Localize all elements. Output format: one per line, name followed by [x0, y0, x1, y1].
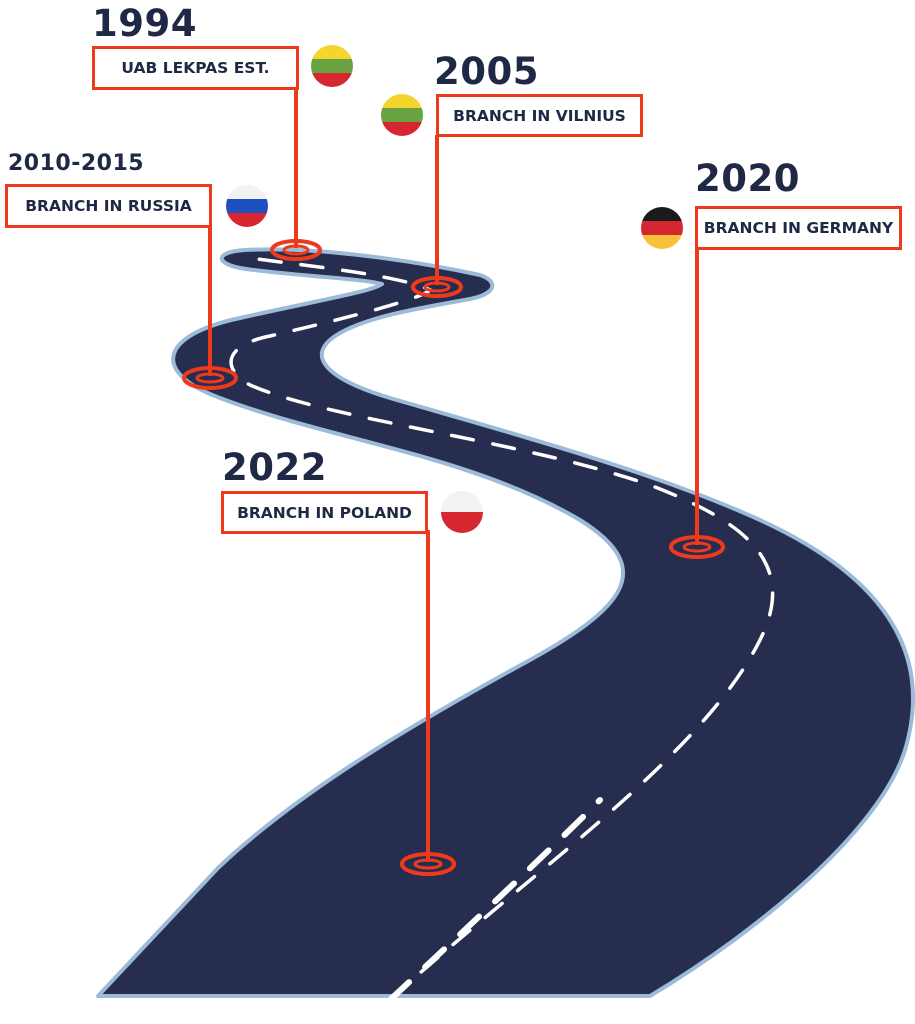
label-box-2022: BRANCH IN POLAND [221, 491, 428, 534]
lithuania-flag-icon [311, 45, 353, 87]
road-surface [96, 247, 915, 998]
poland-flag-icon [441, 491, 483, 533]
year-1994: 1994 [92, 2, 197, 45]
label-box-2010-2015: BRANCH IN RUSSIA [5, 184, 212, 228]
pole-2005 [435, 135, 439, 285]
russia-flag-icon [226, 185, 268, 227]
label-box-1994: UAB LEKPAS EST. [92, 46, 299, 90]
label-box-2020: BRANCH IN GERMANY [695, 206, 902, 250]
label-box-2005: BRANCH IN VILNIUS [436, 94, 643, 137]
pole-1994 [294, 88, 298, 248]
year-2022: 2022 [222, 446, 327, 489]
pole-2020 [695, 248, 699, 545]
pole-2022 [426, 530, 430, 862]
year-2020: 2020 [695, 157, 800, 200]
lithuania-flag-icon [381, 94, 423, 136]
pole-2010-2015 [208, 226, 212, 376]
road-center-line-near [387, 797, 603, 1003]
germany-flag-icon [641, 207, 683, 249]
year-2005: 2005 [434, 50, 539, 93]
year-2010-2015: 2010-2015 [8, 151, 145, 176]
